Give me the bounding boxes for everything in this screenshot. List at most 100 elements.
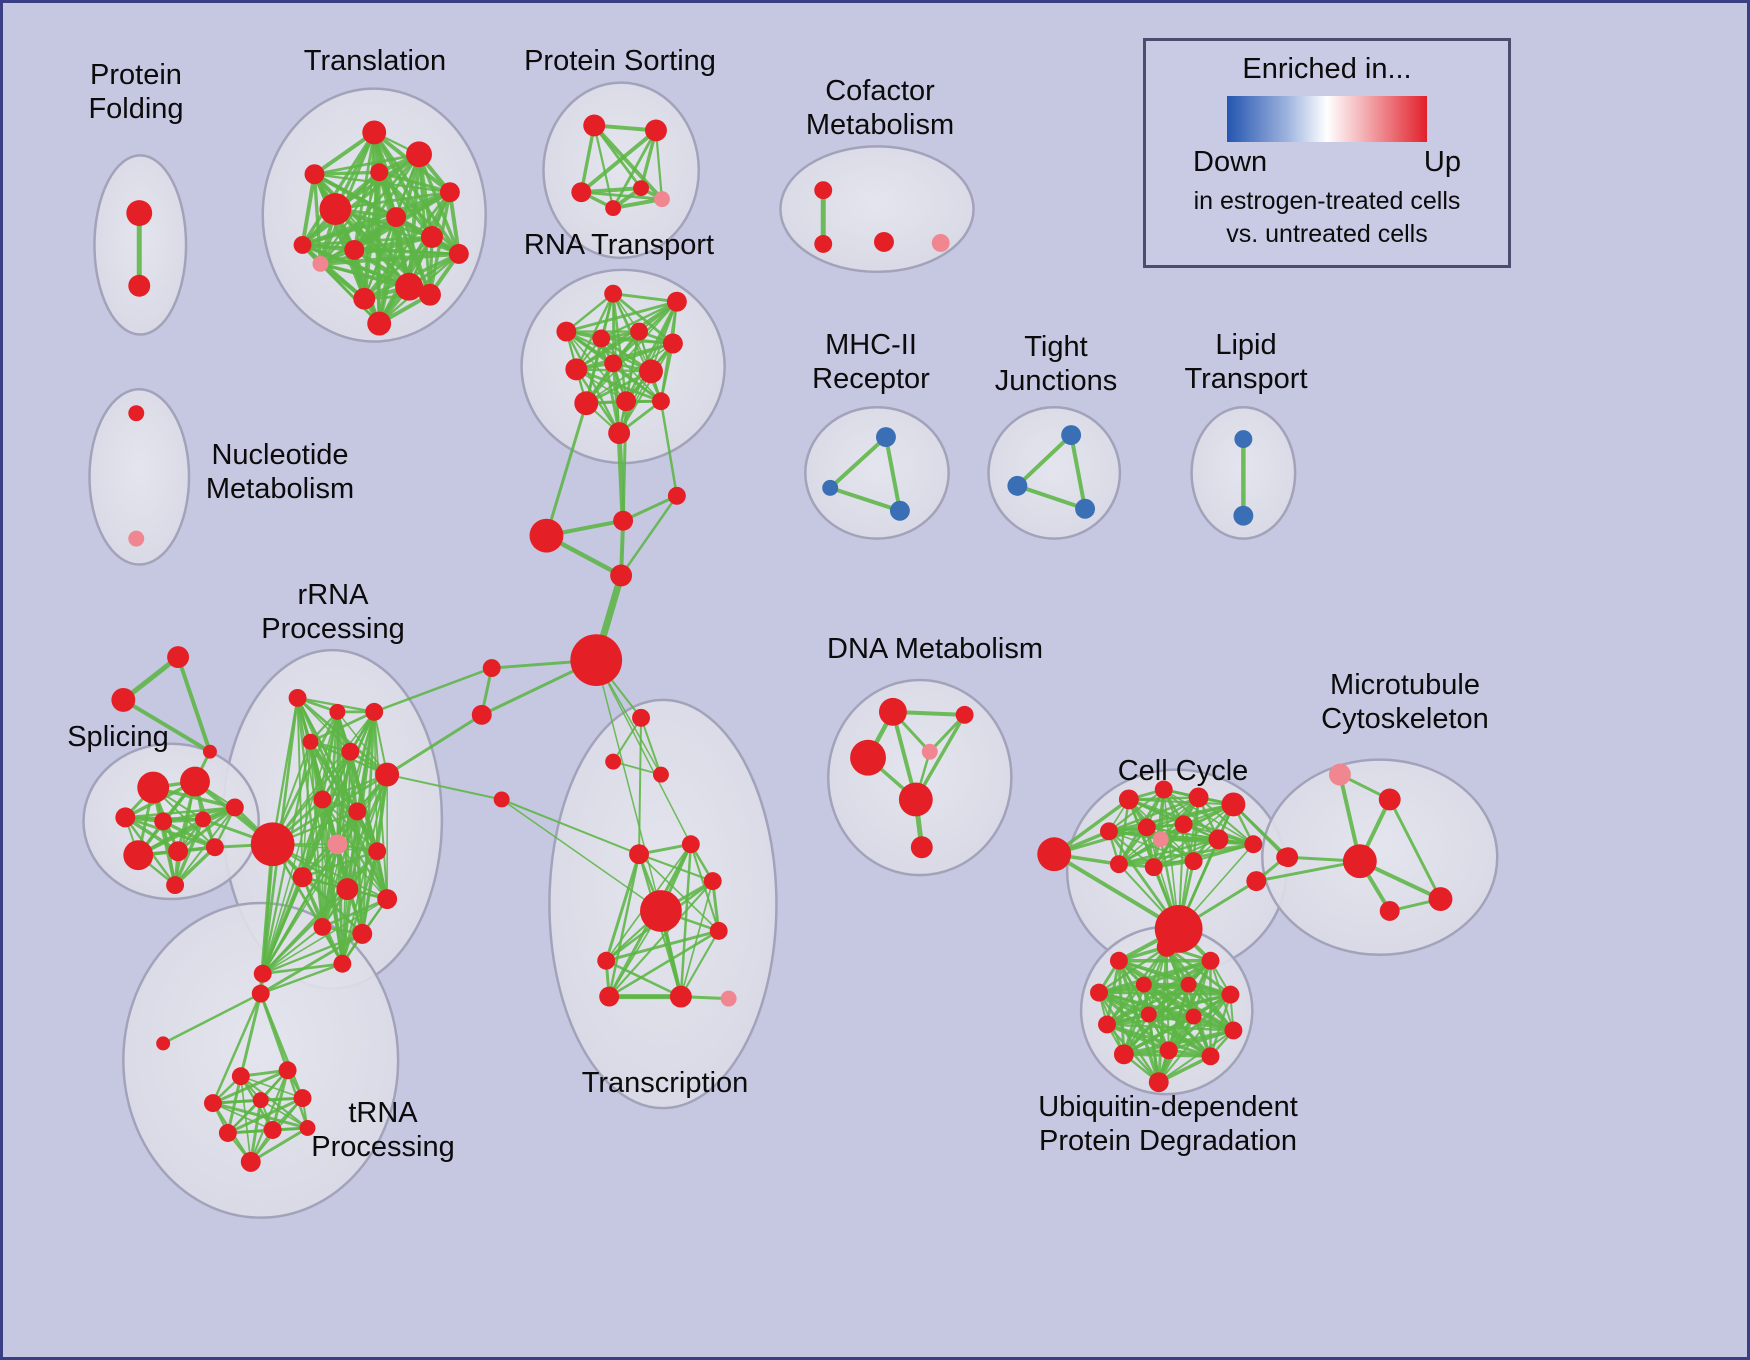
node-sp8 xyxy=(168,841,189,862)
edge-cc10-cc12 xyxy=(1117,838,1220,866)
edge-cc1-cc15 xyxy=(1052,852,1181,931)
node-rr13 xyxy=(336,878,359,901)
node-rt11 xyxy=(616,391,637,412)
node-ub7 xyxy=(1221,985,1240,1004)
edge-tn1-tn5 xyxy=(211,992,262,1105)
edge-rr15-rr18 xyxy=(261,925,324,975)
node-rt2 xyxy=(666,291,687,312)
edge-tn1-tn7 xyxy=(259,992,304,1100)
node-t6 xyxy=(439,182,460,203)
node-tc3 xyxy=(652,766,669,783)
node-t3 xyxy=(319,193,352,226)
node-rt6 xyxy=(662,333,683,354)
node-sp7 xyxy=(123,840,154,871)
node-t2 xyxy=(304,164,325,185)
edge-t6-t11 xyxy=(447,190,461,256)
edge-sp3-sp8 xyxy=(123,815,180,853)
edge-tc2-tc3 xyxy=(612,760,662,776)
cluster-label-trna-processing: tRNA Processing xyxy=(311,1097,455,1163)
node-rt12 xyxy=(651,392,670,411)
node-ps2 xyxy=(645,119,667,142)
node-rr16 xyxy=(352,923,373,944)
node-h5 xyxy=(570,634,623,686)
node-cc4 xyxy=(1188,787,1209,808)
edge-h8-tc4 xyxy=(500,798,641,856)
node-tn1 xyxy=(251,984,270,1003)
cluster-ellipse-dna-metabolism xyxy=(826,678,1013,877)
edge-rt8-rt12 xyxy=(612,362,662,403)
edge-ps5-ps6 xyxy=(611,197,664,211)
edge-ps1-ps6 xyxy=(592,123,664,202)
node-ub3 xyxy=(1201,951,1220,970)
node-sp9 xyxy=(205,838,224,857)
node-h8 xyxy=(493,791,510,808)
edge-t10-t12 xyxy=(318,235,434,266)
node-rt7 xyxy=(565,358,588,381)
edge-t2-t7 xyxy=(300,172,317,247)
edge-h5-tc6 xyxy=(595,659,662,912)
edge-sp5-sp10 xyxy=(173,817,205,887)
cluster-label-ubiquitin-degradation: Ubiquitin-dependent Protein Degradation xyxy=(1038,1091,1298,1157)
edge-rt1-rt2 xyxy=(611,292,679,304)
node-h3 xyxy=(529,518,564,553)
cluster-label-splicing: Splicing xyxy=(67,721,169,753)
edge-tn5-tn10 xyxy=(211,1101,309,1130)
edge-tn7-tn8 xyxy=(226,1096,305,1135)
node-tc10 xyxy=(599,986,620,1007)
edge-rt8-rt13 xyxy=(611,361,621,435)
node-tj3 xyxy=(1075,498,1096,519)
node-rr9 xyxy=(348,802,367,821)
node-cc1 xyxy=(1037,837,1072,872)
node-rr8 xyxy=(313,790,332,809)
node-rt13 xyxy=(608,422,631,445)
node-cf1 xyxy=(814,181,833,200)
edge-tj1-tj2 xyxy=(1015,433,1074,488)
cluster-label-protein-folding: Protein Folding xyxy=(88,59,184,125)
edge-tc1-tc3 xyxy=(640,716,662,776)
node-rr12 xyxy=(292,867,313,888)
node-d1 xyxy=(878,697,907,726)
node-lt1 xyxy=(1234,430,1253,449)
edge-tj2-tj3 xyxy=(1015,483,1088,511)
edge-rt11-h1 xyxy=(621,399,628,523)
node-sp6 xyxy=(225,798,244,817)
node-cc8 xyxy=(1174,815,1193,834)
edge-rr12-rr18 xyxy=(261,875,304,975)
edge-tc4-tc8 xyxy=(638,853,720,932)
cluster-label-tight-junctions: Tight Junctions xyxy=(994,331,1118,397)
cluster-label-cell-cycle: Cell Cycle xyxy=(1117,755,1249,787)
edge-cc4-cc6 xyxy=(1107,796,1200,833)
cluster-ellipse-mhc-ii-receptor xyxy=(804,405,950,540)
node-rt5 xyxy=(630,322,649,341)
node-m1 xyxy=(875,427,896,448)
node-ps3 xyxy=(571,182,592,203)
edge-tc8-tc11 xyxy=(679,929,720,998)
edge-rr16-tn1 xyxy=(259,932,364,996)
node-rr3 xyxy=(365,702,384,721)
edge-m1-m3 xyxy=(883,435,902,513)
cluster-label-lipid-transport: Lipid Transport xyxy=(1184,329,1308,395)
edge-cc16-mt4 xyxy=(1254,859,1362,883)
edge-tn4-tn5 xyxy=(211,1068,290,1105)
edge-t10-t13 xyxy=(362,235,434,301)
node-ub8 xyxy=(1098,1015,1116,1034)
node-cf3 xyxy=(874,231,894,252)
node-m2 xyxy=(822,479,839,496)
node-mt1 xyxy=(1328,763,1351,786)
node-ub11 xyxy=(1224,1021,1243,1040)
node-cc14 xyxy=(1184,852,1203,871)
node-tc8 xyxy=(709,921,728,940)
node-tj1 xyxy=(1061,425,1082,446)
cluster-label-mhc-ii-receptor: MHC-II Receptor xyxy=(812,329,930,395)
node-lt2 xyxy=(1233,505,1254,526)
edge-cc5-cc7 xyxy=(1145,803,1235,829)
node-t16 xyxy=(419,283,441,306)
edge-tj1-tj3 xyxy=(1069,433,1088,511)
node-ps4 xyxy=(633,180,650,197)
node-nm1 xyxy=(128,405,145,422)
edge-t1-t2 xyxy=(312,130,377,177)
node-tc4 xyxy=(629,844,650,865)
node-cc9 xyxy=(1152,831,1169,848)
node-mt3 xyxy=(1278,847,1299,868)
edge-rt2-rt3 xyxy=(564,300,679,333)
